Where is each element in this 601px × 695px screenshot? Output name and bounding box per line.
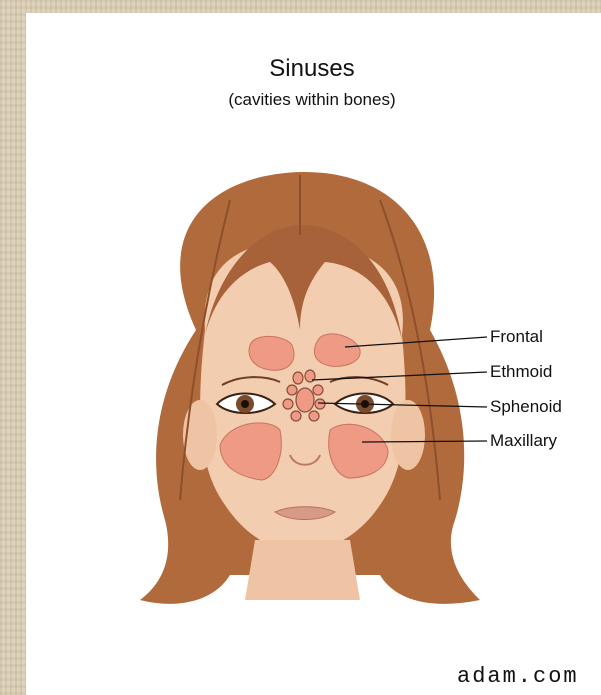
- diagram-title: Sinuses: [212, 55, 412, 83]
- neck: [245, 540, 360, 600]
- label-maxillary: Maxillary: [490, 431, 557, 451]
- label-frontal: Frontal: [490, 327, 543, 347]
- right-ear: [391, 400, 425, 470]
- label-sphenoid: Sphenoid: [490, 397, 562, 417]
- sphenoid-sinus: [296, 388, 314, 412]
- diagram-subtitle: (cavities within bones): [165, 90, 459, 110]
- credit-watermark: adam.com: [457, 664, 601, 689]
- left-ear: [183, 400, 217, 470]
- label-ethmoid: Ethmoid: [490, 362, 552, 382]
